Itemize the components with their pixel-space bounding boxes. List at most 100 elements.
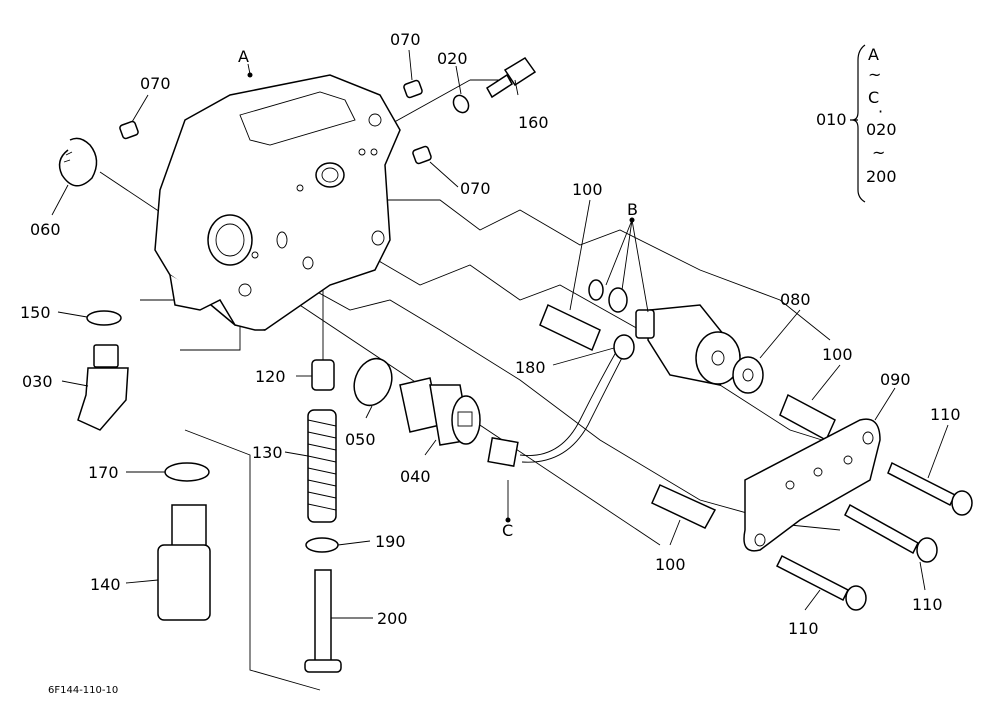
bracket-brace — [850, 44, 866, 203]
callout-110-b: 110 — [912, 595, 943, 614]
snap-ring-ears — [63, 151, 73, 163]
part-150-o-ring — [86, 310, 122, 326]
harness-connector-c — [487, 437, 519, 467]
part-080-washer — [732, 356, 764, 394]
harness-wire-1 — [519, 344, 621, 457]
callout-050: 050 — [345, 430, 376, 449]
bracket-090-hole-2 — [785, 480, 795, 490]
assembly-range-020: 020 — [866, 120, 897, 139]
valve-body-hole-5 — [302, 256, 314, 270]
callout-070-a: 070 — [140, 74, 171, 93]
sleeve-100-c — [651, 484, 717, 529]
bracket-090-plate — [743, 418, 881, 552]
assembly-range-tilde-2: ~ — [872, 143, 885, 162]
plug-070-right — [412, 145, 432, 165]
assembly-range-c: C — [868, 88, 879, 107]
leader-A — [247, 63, 251, 75]
valve-body-hole-1 — [368, 113, 382, 127]
valve-body-hole-9 — [370, 148, 378, 156]
assembly-range-200: 200 — [866, 167, 897, 186]
snap-ring-outline — [58, 137, 98, 187]
callout-060: 060 — [30, 220, 61, 239]
sleeve-100-b — [779, 393, 836, 442]
o-ring-b-2 — [608, 287, 628, 313]
callout-090: 090 — [880, 370, 911, 389]
leader-080 — [759, 309, 801, 359]
leader-100b — [811, 364, 841, 401]
valve-body-hole-3 — [238, 283, 252, 297]
bolt-110-a-head — [951, 490, 973, 516]
valve-body-bore — [207, 214, 253, 266]
valve-body-base — [169, 274, 265, 331]
leader-160 — [514, 79, 519, 96]
plug-120-body — [311, 359, 335, 391]
leader-100c — [669, 519, 681, 546]
callout-150: 150 — [20, 303, 51, 322]
assembly-bracket: 010 A ~ C · 020 ~ 200 — [816, 44, 897, 203]
callout-dot-A — [247, 72, 253, 78]
solenoid — [635, 304, 741, 386]
part-160-fitting — [486, 57, 537, 99]
callout-080: 080 — [780, 290, 811, 309]
leader-020 — [455, 65, 462, 95]
callout-B: B — [627, 200, 638, 219]
assembly-label: 010 — [816, 110, 847, 129]
part-070-plugs — [119, 79, 432, 165]
callout-020: 020 — [437, 49, 468, 68]
callout-A: A — [238, 47, 249, 66]
callout-100-c: 100 — [655, 555, 686, 574]
callout-110-a: 110 — [930, 405, 961, 424]
leader-190 — [337, 540, 371, 546]
harness-connector-180 — [613, 334, 635, 360]
sleeve-100-a — [539, 303, 601, 352]
solenoid-core — [711, 350, 725, 366]
part-200-pin — [304, 569, 342, 673]
cylinder-140-body — [157, 544, 211, 621]
part-110-bolts — [775, 461, 973, 611]
valve-body-hole-6 — [296, 184, 304, 192]
leader-090 — [874, 387, 896, 421]
sensor-040-pin — [457, 411, 473, 427]
bolt-110-b-shank — [844, 503, 919, 555]
elbow-030-nut — [93, 344, 119, 368]
leader-110c — [804, 589, 821, 611]
callout-070-b: 070 — [390, 30, 421, 49]
figure-code: 6F144-110-10 — [48, 685, 118, 696]
callout-200: 200 — [377, 609, 408, 628]
sensor-040-face — [451, 395, 481, 445]
callout-C: C — [502, 521, 513, 540]
bracket-090-hole-4 — [843, 455, 853, 465]
part-090-bracket — [743, 418, 881, 552]
callout-170: 170 — [88, 463, 119, 482]
axis-line-middle — [359, 249, 871, 456]
elbow-030-body — [77, 367, 129, 431]
part-130-spring — [307, 409, 337, 523]
pin-200-shaft — [314, 569, 332, 666]
fitting-160-thread — [486, 73, 513, 99]
spring-130-outline — [307, 409, 337, 523]
callout-110-c: 110 — [788, 619, 819, 638]
callout-130: 130 — [252, 443, 283, 462]
valve-body-hole-4 — [276, 231, 288, 249]
bracket-090-hole-3 — [813, 467, 823, 477]
plug-070-left — [119, 120, 139, 140]
fitting-160-hex — [503, 57, 537, 87]
leader-110a — [927, 424, 949, 479]
part-050-o-ring — [353, 357, 393, 407]
valve-body-hole-2 — [371, 230, 385, 246]
part-060-snap-ring — [58, 137, 98, 187]
leader-100a — [569, 199, 591, 311]
leader-060 — [51, 184, 69, 216]
valve-body-slot — [239, 91, 356, 146]
callout-180: 180 — [515, 358, 546, 377]
leader-070c — [429, 161, 459, 188]
bracket-090-hole-1 — [754, 533, 766, 547]
part-180-harness — [487, 334, 635, 467]
leader-180 — [552, 347, 615, 366]
leader-130 — [284, 451, 309, 457]
leader-070a — [131, 94, 149, 123]
bolt-110-c-shank — [775, 554, 850, 602]
solenoid-nose — [635, 309, 655, 339]
solenoid-face — [695, 331, 741, 385]
